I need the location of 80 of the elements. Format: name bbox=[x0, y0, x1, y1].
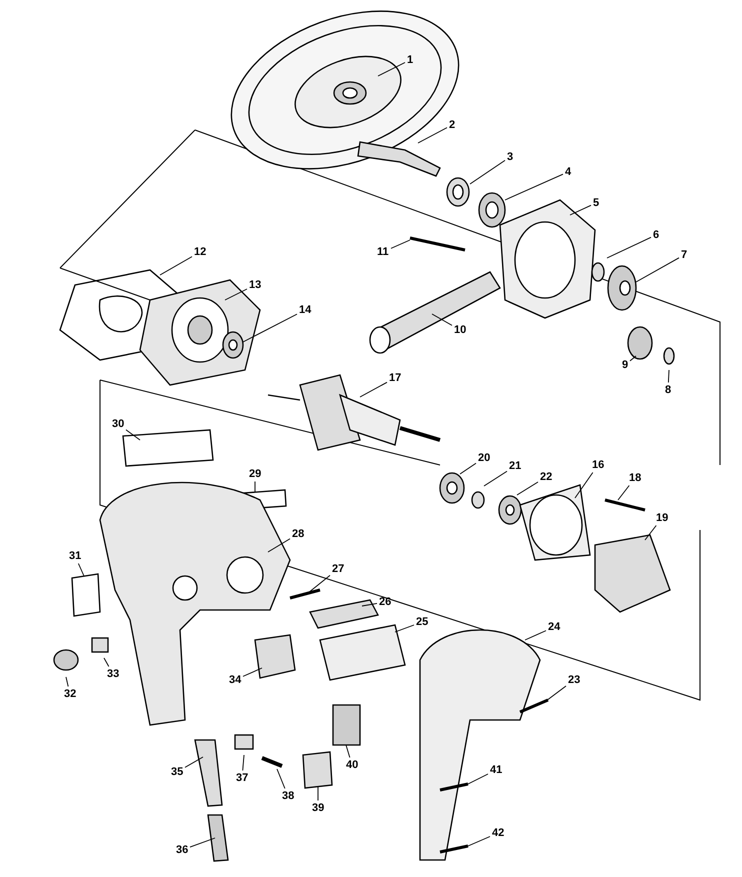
callout-number: 19 bbox=[655, 512, 670, 524]
callout-number: 27 bbox=[331, 562, 346, 576]
callout-number: 26 bbox=[378, 596, 392, 608]
leader-line bbox=[618, 485, 630, 500]
leader-line bbox=[668, 370, 670, 383]
leader-line bbox=[346, 744, 350, 758]
callout-number: 36 bbox=[175, 844, 190, 856]
callout-number: 10 bbox=[453, 324, 468, 336]
callout-number: 24 bbox=[547, 620, 562, 634]
callout-number: 21 bbox=[508, 460, 522, 472]
callout-number: 1 bbox=[406, 54, 414, 66]
leader-line bbox=[570, 204, 592, 216]
leader-line bbox=[418, 127, 448, 144]
callout-number: 17 bbox=[388, 372, 402, 384]
leader-line bbox=[268, 538, 290, 552]
callout-number: 4 bbox=[564, 166, 572, 178]
leader-line bbox=[160, 256, 192, 276]
callout-number: 34 bbox=[228, 674, 242, 686]
leader-line bbox=[362, 602, 378, 606]
leader-line bbox=[524, 630, 546, 640]
leader-line bbox=[308, 574, 330, 594]
callout-number: 23 bbox=[567, 674, 582, 686]
callout-number: 30 bbox=[111, 418, 126, 430]
leader-line bbox=[546, 686, 566, 702]
leader-line bbox=[644, 525, 657, 540]
callout-number: 22 bbox=[539, 470, 554, 484]
leader-line bbox=[630, 356, 636, 362]
leader-line bbox=[394, 624, 414, 632]
callout-number: 7 bbox=[680, 248, 688, 262]
callout-number: 37 bbox=[235, 772, 250, 784]
callout-number: 5 bbox=[592, 196, 600, 210]
callout-number: 18 bbox=[628, 472, 642, 484]
leader-line bbox=[242, 668, 262, 677]
leader-line bbox=[104, 658, 110, 667]
callout-number: 12 bbox=[193, 246, 208, 258]
callout-number: 31 bbox=[68, 550, 82, 562]
callout-number: 38 bbox=[281, 790, 296, 802]
leader-line bbox=[470, 160, 506, 184]
callout-number: 32 bbox=[63, 688, 78, 700]
leader-line bbox=[360, 382, 388, 398]
leader-line bbox=[254, 481, 256, 492]
leader-line bbox=[126, 429, 140, 440]
leader-line bbox=[504, 174, 564, 200]
leader-line bbox=[66, 676, 69, 687]
callout-number: 42 bbox=[491, 826, 506, 840]
callout-number: 3 bbox=[506, 150, 514, 164]
callout-number: 6 bbox=[652, 228, 660, 242]
leader-line bbox=[190, 838, 216, 848]
leader-line bbox=[516, 482, 538, 496]
callout-number: 29 bbox=[248, 468, 262, 480]
callout-number: 16 bbox=[591, 458, 606, 472]
callout-number: 35 bbox=[170, 766, 184, 778]
callout-number: 9 bbox=[621, 358, 630, 372]
callout-number: 40 bbox=[345, 758, 360, 772]
leader-line bbox=[242, 754, 244, 771]
callout-number: 13 bbox=[248, 278, 262, 292]
leader-line bbox=[184, 756, 204, 768]
callout-number: 28 bbox=[291, 528, 306, 540]
leader-line bbox=[78, 563, 84, 576]
callout-number: 25 bbox=[415, 616, 430, 628]
callout-number: 8 bbox=[664, 384, 672, 396]
leader-line bbox=[574, 472, 594, 498]
leader-line bbox=[224, 288, 248, 300]
leader-line bbox=[636, 257, 680, 282]
leader-line bbox=[484, 470, 508, 486]
callout-number: 2 bbox=[448, 118, 456, 132]
callout-number: 39 bbox=[311, 802, 326, 814]
leader-line bbox=[460, 462, 476, 474]
leader-line bbox=[468, 774, 488, 784]
leader-line bbox=[432, 314, 452, 326]
leader-line bbox=[606, 236, 652, 258]
leader-line bbox=[276, 768, 286, 789]
callout-number: 20 bbox=[477, 452, 492, 464]
leader-line bbox=[390, 240, 410, 249]
leader-line bbox=[468, 836, 490, 846]
callout-number: 41 bbox=[489, 764, 504, 776]
leader-line bbox=[242, 314, 298, 342]
callout-number: 11 bbox=[376, 246, 390, 258]
callout-number: 33 bbox=[106, 668, 120, 680]
callout-number: 14 bbox=[298, 304, 312, 316]
